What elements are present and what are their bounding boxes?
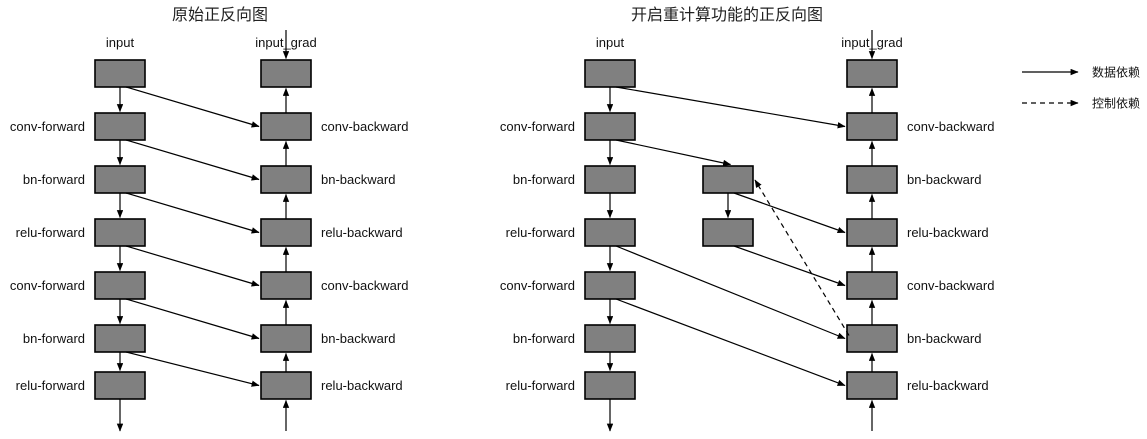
node-recompute-bn-recompute[interactable] [702,165,754,194]
label-forward-recompute-4: conv-forward [500,278,575,293]
node-forward-original-3[interactable] [94,218,146,247]
edge-data-dep-original-4 [125,298,260,340]
label-backward-recompute-1: conv-backward [907,119,994,134]
edge-data-dep-recompute-0 [615,86,846,129]
node-forward-recompute-1[interactable] [584,112,636,141]
node-backward-recompute-4[interactable] [846,271,898,300]
label-backward-original-3: relu-backward [321,225,403,240]
node-backward-original-3[interactable] [260,218,312,247]
label-forward-original-1: conv-forward [10,119,85,134]
column-header-original-0: input [106,35,135,50]
label-backward-recompute-6: relu-backward [907,378,989,393]
node-backward-recompute-5[interactable] [846,324,898,353]
edge-data-dep-recompute-4 [615,245,846,340]
node-forward-original-1[interactable] [94,112,146,141]
node-forward-original-5[interactable] [94,324,146,353]
node-backward-original-4[interactable] [260,271,312,300]
node-backward-original-5[interactable] [260,324,312,353]
panel-title-original: 原始正反向图 [172,6,268,24]
node-forward-original-0[interactable] [94,59,146,88]
edge-data-dep-original-5 [125,351,260,387]
node-forward-original-2[interactable] [94,165,146,194]
node-backward-recompute-2[interactable] [846,165,898,194]
node-forward-original-6[interactable] [94,371,146,400]
node-forward-recompute-2[interactable] [584,165,636,194]
label-backward-recompute-4: conv-backward [907,278,994,293]
node-backward-original-0[interactable] [260,59,312,88]
label-forward-original-2: bn-forward [23,172,85,187]
label-forward-original-3: relu-forward [16,225,85,240]
node-backward-recompute-6[interactable] [846,371,898,400]
node-backward-recompute-0[interactable] [846,59,898,88]
label-forward-original-5: bn-forward [23,331,85,346]
node-backward-recompute-1[interactable] [846,112,898,141]
node-forward-original-4[interactable] [94,271,146,300]
label-backward-original-1: conv-backward [321,119,408,134]
node-forward-recompute-0[interactable] [584,59,636,88]
node-backward-original-2[interactable] [260,165,312,194]
label-backward-original-4: conv-backward [321,278,408,293]
edge-data-dep-original-2 [125,192,260,234]
edge-data-dep-recompute-3 [733,245,846,287]
label-backward-original-5: bn-backward [321,331,395,346]
label-forward-original-4: conv-forward [10,278,85,293]
label-backward-original-2: bn-backward [321,172,395,187]
edge-data-dep-recompute-1 [615,139,732,167]
node-backward-recompute-3[interactable] [846,218,898,247]
edge-data-dep-recompute-2 [733,192,846,234]
column-header-recompute-0: input [596,35,625,50]
node-forward-recompute-4[interactable] [584,271,636,300]
label-forward-recompute-5: bn-forward [513,331,575,346]
legend-label-control-dependency: 控制依赖 [1092,96,1140,111]
label-backward-original-6: relu-backward [321,378,403,393]
node-forward-recompute-5[interactable] [584,324,636,353]
node-forward-recompute-3[interactable] [584,218,636,247]
label-backward-recompute-2: bn-backward [907,172,981,187]
edge-data-dep-recompute-5 [615,298,846,387]
label-forward-original-6: relu-forward [16,378,85,393]
node-backward-original-6[interactable] [260,371,312,400]
panel-title-recompute: 开启重计算功能的正反向图 [631,5,823,24]
legend-label-data-dependency: 数据依赖 [1092,65,1140,80]
edge-data-dep-original-0 [125,86,260,128]
edge-control-dep-recompute [754,179,850,336]
edge-data-dep-original-1 [125,139,260,181]
node-backward-original-1[interactable] [260,112,312,141]
label-forward-recompute-1: conv-forward [500,119,575,134]
label-forward-recompute-6: relu-forward [506,378,575,393]
node-forward-recompute-6[interactable] [584,371,636,400]
edge-data-dep-original-3 [125,245,260,287]
label-forward-recompute-3: relu-forward [506,225,575,240]
label-backward-recompute-5: bn-backward [907,331,981,346]
node-recompute-relu-recompute[interactable] [702,218,754,247]
label-forward-recompute-2: bn-forward [513,172,575,187]
label-backward-recompute-3: relu-backward [907,225,989,240]
